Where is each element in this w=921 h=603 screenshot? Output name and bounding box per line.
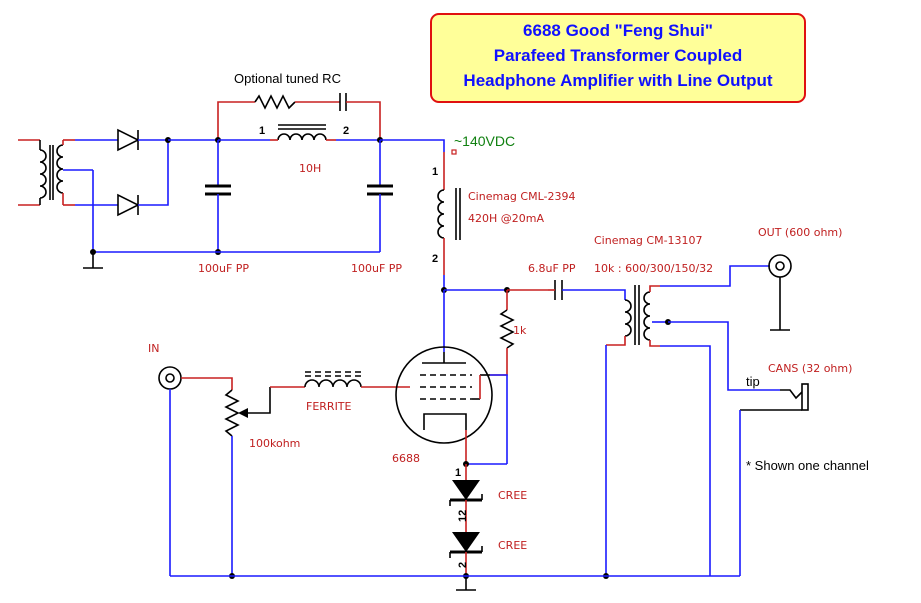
choke-pin-1: 1 xyxy=(259,125,265,137)
filter-choke xyxy=(277,124,327,141)
led-pin-12: 12 xyxy=(457,510,469,522)
rectifier-diode-bottom xyxy=(117,193,140,217)
rc-capacitor xyxy=(339,93,347,111)
plate-choke xyxy=(437,188,461,240)
ground-symbol-main xyxy=(456,576,476,591)
optional-rc-label: Optional tuned RC xyxy=(234,71,341,86)
title-line-2: Parafeed Transformer Coupled xyxy=(494,46,742,65)
cans-label: CANS (32 ohm) xyxy=(768,362,852,375)
filter-cap-2 xyxy=(367,184,393,196)
out-label: OUT (600 ohm) xyxy=(758,226,842,239)
title-box: 6688 Good "Feng Shui" Parafeed Transform… xyxy=(430,13,806,103)
cree-2-label: CREE xyxy=(498,539,527,552)
output-tx-ratio: 10k : 600/300/150/32 xyxy=(594,262,713,275)
rc-resistor xyxy=(254,94,296,110)
ferrite-label: FERRITE xyxy=(306,400,352,413)
choke-value: 10H xyxy=(299,162,321,175)
coupling-cap-value: 6.8uF PP xyxy=(528,262,576,275)
input-jack xyxy=(158,366,182,390)
tube-label: 6688 xyxy=(392,452,420,465)
filter-cap-1-value: 100uF PP xyxy=(198,262,249,275)
output-transformer xyxy=(624,285,651,345)
note-one-channel: * Shown one channel xyxy=(746,458,869,473)
plate-choke-value: 420H @20mA xyxy=(468,212,544,225)
ferrite-bead xyxy=(304,371,362,388)
led-pin-1: 1 xyxy=(455,467,461,479)
tip-label: tip xyxy=(746,374,760,389)
rectifier-diode-top xyxy=(117,128,140,152)
title-line-3: Headphone Amplifier with Line Output xyxy=(463,71,772,90)
filter-cap-1 xyxy=(205,184,231,196)
input-label: IN xyxy=(148,342,159,355)
coupling-capacitor xyxy=(554,280,563,300)
plate-choke-pin-1: 1 xyxy=(432,166,438,178)
ground-symbol-psu xyxy=(83,252,103,269)
choke-pin-2: 2 xyxy=(343,125,349,137)
cree-1-label: CREE xyxy=(498,489,527,502)
b-plus-terminal xyxy=(451,149,457,155)
resistor-1k xyxy=(499,309,515,349)
filter-cap-2-value: 100uF PP xyxy=(351,262,402,275)
cans-jack xyxy=(740,383,809,411)
resistor-1k-value: 1k xyxy=(513,324,527,337)
output-tx-name: Cinemag CM-13107 xyxy=(594,234,703,247)
plate-choke-name: Cinemag CML-2394 xyxy=(468,190,575,203)
out-jack xyxy=(768,254,792,331)
led-pin-2: 2 xyxy=(457,562,469,568)
volume-potentiometer xyxy=(224,387,271,437)
b-plus-voltage: ~140VDC xyxy=(454,133,515,149)
title-line-1: 6688 Good "Feng Shui" xyxy=(523,21,713,40)
plate-choke-pin-2: 2 xyxy=(432,253,438,265)
tube-6688 xyxy=(395,346,493,444)
power-transformer xyxy=(18,139,93,206)
pot-value: 100kohm xyxy=(249,437,300,450)
